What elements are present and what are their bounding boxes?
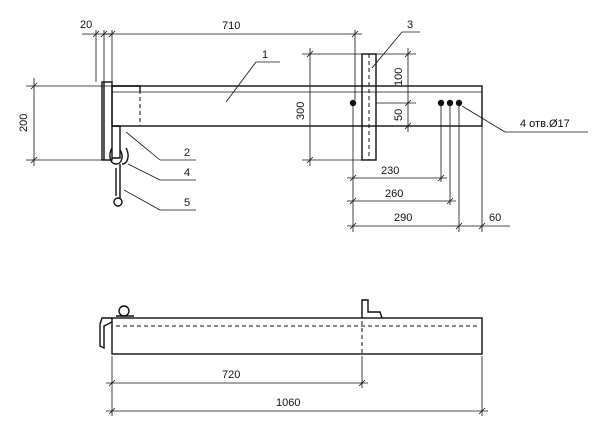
dimension-20: 20 (80, 19, 112, 82)
dim-label-300: 300 (295, 102, 307, 120)
callout-3: 3 (371, 19, 420, 69)
dim-label-260: 260 (385, 188, 403, 200)
callout-label-5: 5 (184, 197, 190, 209)
dim-label-710: 710 (222, 20, 240, 32)
hole (446, 99, 454, 107)
end-plate (101, 81, 113, 161)
callout-2: 2 (125, 131, 196, 161)
hook-eye (113, 197, 123, 207)
callout-holes: 4 отв.Ø17 (461, 105, 588, 133)
callout-1: 1 (225, 49, 280, 103)
dim-label-100: 100 (393, 68, 405, 86)
dimension-300: 300 (295, 48, 362, 166)
end-angle (99, 317, 113, 350)
vertical-plate-side (361, 299, 383, 319)
beam-side-view (111, 317, 483, 355)
dimension-720: 720 (106, 356, 368, 416)
dim-label-230: 230 (381, 165, 399, 177)
dim-label-20: 20 (80, 19, 92, 31)
shackle-side (121, 147, 129, 165)
dim-label-720: 720 (222, 369, 240, 381)
callout-4: 4 (127, 163, 196, 181)
dim-label-60: 60 (489, 212, 501, 224)
callout-label-1: 1 (262, 49, 268, 61)
shackle-loop (109, 147, 123, 165)
dimension-290-60: 290 60 (347, 106, 510, 232)
dim-label-50: 50 (393, 109, 405, 121)
dimension-1060: 1060 (106, 356, 488, 416)
dim-label-1060: 1060 (276, 397, 300, 409)
callout-label-3: 3 (407, 19, 413, 31)
dimension-260: 260 (347, 106, 456, 205)
dimension-230: 230 (347, 106, 447, 232)
end-bracket-top (112, 85, 141, 92)
callout-label-holes: 4 отв.Ø17 (520, 118, 570, 130)
dimension-200: 200 (18, 78, 112, 166)
dimension-100-50: 100 50 (376, 48, 416, 132)
hook-assembly (109, 147, 129, 207)
dimension-710: 710 (104, 20, 362, 100)
hook-eye-side (118, 305, 130, 317)
side-view (99, 299, 483, 355)
hole (455, 99, 463, 107)
dim-label-200: 200 (18, 114, 30, 132)
dim-label-290: 290 (394, 212, 412, 224)
top-view (101, 53, 483, 207)
callout-label-4: 4 (184, 167, 190, 179)
callout-5: 5 (123, 189, 196, 211)
callout-label-2: 2 (184, 147, 190, 159)
hole (437, 99, 445, 107)
hole (349, 99, 357, 107)
end-bracket-lower (112, 125, 121, 159)
